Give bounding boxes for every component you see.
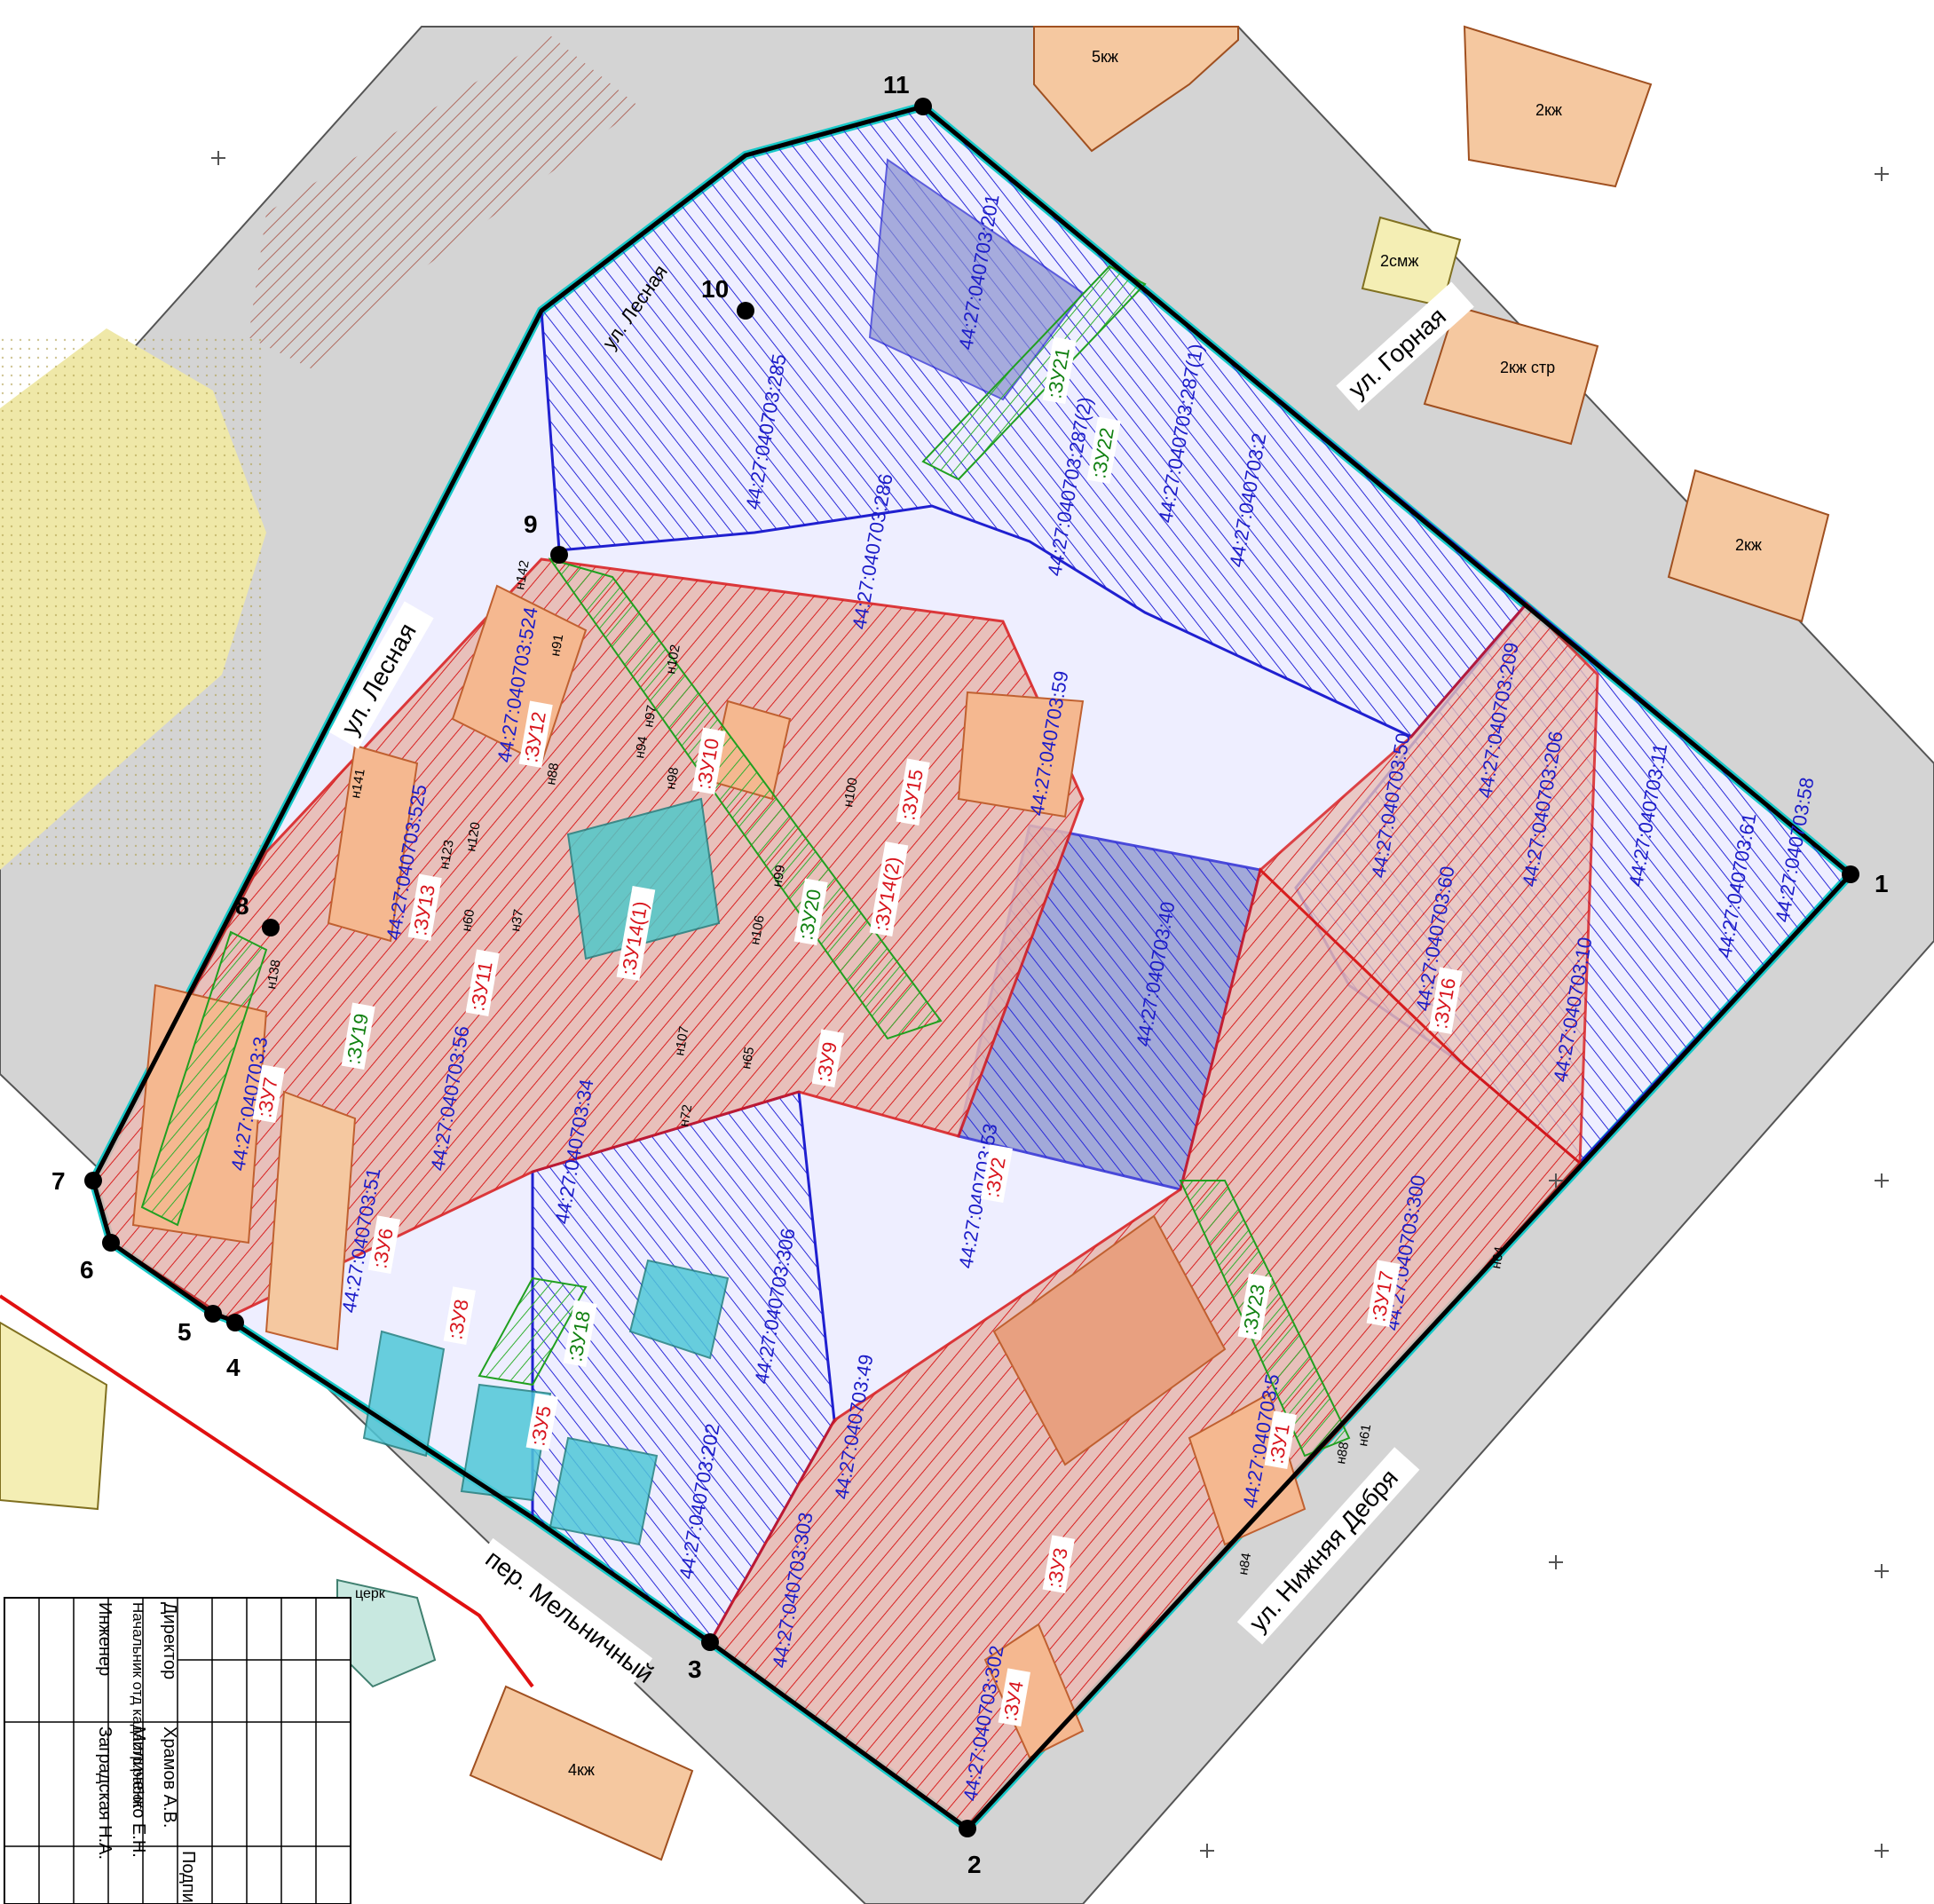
vertex-label-2: 2: [967, 1851, 982, 1878]
vertex-label-10: 10: [701, 275, 729, 303]
vertex-labels: 1 2 3 4 5 6 7 8 9 10 11: [51, 71, 1889, 1878]
vertex-4: [226, 1314, 244, 1331]
green-strip-zu19: [140, 930, 268, 1227]
bld-label-4kzh: 4кж: [568, 1761, 595, 1779]
bld-label-2kzh-b: 2кж: [1735, 536, 1762, 554]
pt-n84: н84: [1235, 1552, 1254, 1576]
vertex-2: [959, 1820, 976, 1837]
cross-mark: [1875, 1564, 1889, 1578]
vertex-3: [701, 1633, 719, 1651]
pt-n100: н100: [841, 777, 861, 809]
cross-mark: [1875, 1173, 1889, 1188]
parcel-red-east-hatch: [1260, 604, 1598, 1163]
vertex-7: [84, 1172, 102, 1189]
building-2kzh-right: [1667, 469, 1830, 623]
title-col-header: Подпи: [178, 1851, 198, 1903]
sand-texture: [0, 337, 266, 870]
building-labels: 5кж 2кж 2смж 2кж стр 2кж 4кж церк: [355, 48, 1762, 1779]
vertex-label-7: 7: [51, 1167, 66, 1195]
bld-59: [957, 691, 1085, 818]
pt-n60: н60: [459, 908, 478, 933]
building-bottom-left: [0, 1321, 108, 1511]
bld-cyan-3: [549, 1436, 659, 1546]
bld-label-2kzh-str: 2кж стр: [1500, 359, 1555, 376]
vertex-label-11: 11: [883, 71, 910, 99]
bld-cyan-2: [628, 1259, 730, 1360]
pt-n138: н138: [264, 959, 284, 991]
vertex-8: [262, 919, 280, 936]
green-strip-zu23: [1179, 1180, 1351, 1458]
pt-n123: н123: [437, 839, 457, 871]
vertex-5: [204, 1305, 222, 1323]
bld-zu6: [264, 1090, 357, 1351]
building-5kzh: [1033, 26, 1239, 153]
bld-label-2smzh: 2смж: [1380, 252, 1418, 270]
pt-n141: н141: [348, 768, 368, 800]
vertex-label-6: 6: [80, 1256, 94, 1284]
cross-mark: [1875, 167, 1889, 181]
title-row-name-0: Храмов А.В.: [160, 1726, 179, 1828]
title-row-role-1: Начальник отд кадастр.работ: [130, 1602, 146, 1809]
vertex-markers: [84, 98, 1859, 1837]
pt-n142: н142: [512, 559, 533, 591]
vertex-label-9: 9: [524, 510, 538, 538]
pt-n61: н61: [1355, 1423, 1374, 1448]
pt-n65: н65: [738, 1046, 757, 1071]
cross-mark: [1549, 1555, 1563, 1569]
red-line: [0, 1294, 534, 1688]
pt-n88b: н88: [1333, 1441, 1352, 1466]
bld-zu13: [327, 744, 419, 943]
building-4kzh: [469, 1685, 694, 1861]
vertex-11: [914, 98, 932, 115]
pt-n102: н102: [663, 644, 683, 675]
pt-n107: н107: [672, 1025, 692, 1057]
title-row-role-2: Инженер: [95, 1602, 114, 1676]
cross-mark: [1200, 1844, 1214, 1858]
pt-n94: н94: [632, 735, 651, 760]
vertex-9: [550, 546, 568, 564]
vertex-label-1: 1: [1875, 870, 1889, 897]
vertex-label-8: 8: [235, 892, 249, 920]
pt-n97: н97: [641, 704, 659, 729]
pt-n99: н99: [770, 864, 788, 889]
cross-mark: [1549, 1173, 1563, 1188]
pt-n91: н91: [548, 633, 566, 658]
bld-cyan-1: [566, 797, 721, 960]
slope-hatch: [249, 36, 639, 373]
pt-n120: н120: [463, 821, 484, 853]
building-2kzh-str: [1423, 304, 1599, 446]
pt-n106: н106: [747, 914, 768, 946]
bld-cyan-4: [362, 1330, 446, 1458]
vertex-10: [737, 302, 754, 320]
vertex-label-4: 4: [226, 1354, 241, 1381]
vertex-label-3: 3: [688, 1655, 702, 1683]
pt-n98: н98: [663, 766, 682, 791]
title-block: Подпи Директор Храмов А.В. Начальник отд…: [4, 1597, 351, 1904]
cross-mark: [211, 151, 225, 165]
bld-label-2kzh-a: 2кж: [1535, 101, 1562, 119]
title-row-name-1: Миличенко Е.Н.: [129, 1726, 148, 1858]
bld-label-church: церк: [355, 1586, 386, 1601]
pt-n88: н88: [543, 762, 562, 786]
pt-n37: н37: [508, 908, 526, 933]
green-strip-zu20: [548, 557, 943, 1040]
cross-mark: [1875, 1844, 1889, 1858]
vertex-6: [102, 1234, 120, 1252]
survey-crosses: [211, 151, 1889, 1858]
vertex-1: [1842, 865, 1859, 883]
pt-n64: н64: [1488, 1245, 1507, 1270]
bld-cyan-5: [460, 1383, 552, 1502]
bld-zu2: [992, 1214, 1227, 1466]
building-2kzh-top: [1463, 25, 1653, 188]
pt-n72: н72: [676, 1103, 695, 1128]
title-row-role-0: Директор: [160, 1602, 179, 1679]
green-strip-zu18: [478, 1276, 588, 1387]
point-labels: н141 н142 н138 н120 н123 н102 н100 н98 н…: [264, 559, 1507, 1576]
building-church: [336, 1578, 437, 1688]
vertex-label-5: 5: [178, 1318, 192, 1346]
title-row-name-2: Заградская Н.А.: [95, 1726, 114, 1860]
bld-label-5kzh: 5кж: [1092, 48, 1118, 66]
